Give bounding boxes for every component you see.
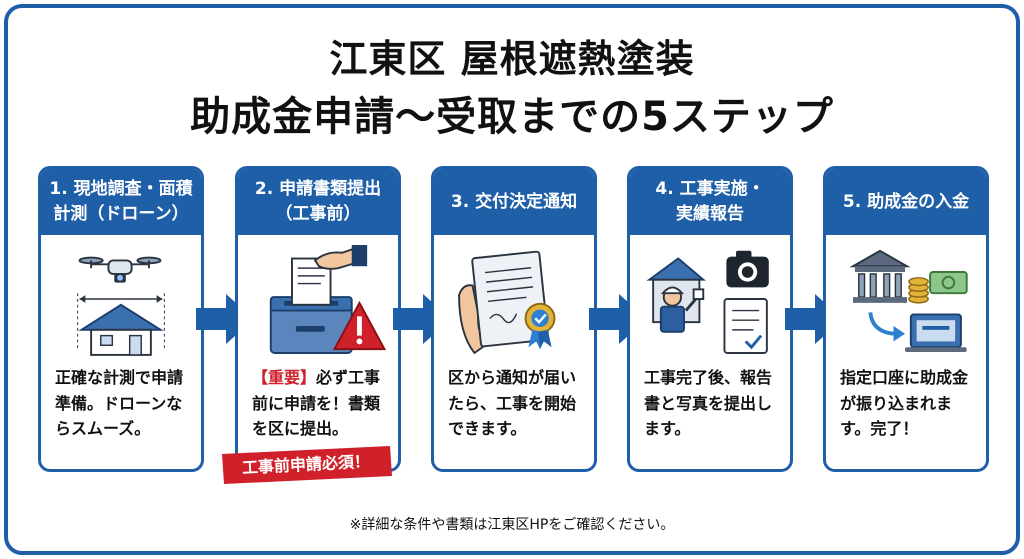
important-label: 【重要】 xyxy=(252,368,317,387)
step-card-4: 4. 工事実施・ 実績報告 工事完了後、報告書と写真を提出します。 xyxy=(627,166,793,472)
step-3-description: 区から通知が届いたら、工事を開始できます。 xyxy=(448,368,577,439)
step-5-heading: 5. 助成金の入金 xyxy=(826,169,986,235)
step-2-description: 【重要】必ず工事前に申請を！書類を区に提出。 xyxy=(252,365,392,442)
step-4-description: 工事完了後、報告書と写真を提出します。 xyxy=(644,368,773,439)
footnote: ※詳細な条件や書類は江東区HPをご確認ください。 xyxy=(349,517,675,533)
page-title-line1: 江東区 屋根遮熱塗装 xyxy=(329,37,695,81)
warning-banner-shape xyxy=(222,446,392,484)
page-title-line2: 助成金申請〜受取までの5ステップ xyxy=(190,94,834,140)
step-card-5: 5. 助成金の入金 指定口座に助成金が振り込まれます。完了！ xyxy=(823,166,989,472)
step-card-3: 3. 交付決定通知 区から通知が届いたら、工事を開始できます。 xyxy=(431,166,597,472)
drone-house-icon xyxy=(77,256,165,356)
document-submit-warning-icon xyxy=(269,245,387,354)
step-2-heading: 2. 申請書類提出 （工事前） xyxy=(238,169,398,235)
step-1-description: 正確な計測で申請準備。ドローンならスムーズ。 xyxy=(55,368,184,439)
bank-money-laptop-icon xyxy=(849,249,968,353)
step-3-heading: 3. 交付決定通知 xyxy=(434,169,594,235)
step-4-heading: 4. 工事実施・ 実績報告 xyxy=(630,169,790,235)
step-card-1: 1. 現地調査・面積 計測（ドローン） 正確な計測で申請準備。ドローンならスムー… xyxy=(38,166,204,472)
step-5-description: 指定口座に助成金が振り込まれます。完了！ xyxy=(840,368,969,439)
step-1-heading: 1. 現地調査・面積 計測（ドローン） xyxy=(41,169,201,235)
certificate-icon xyxy=(458,250,556,355)
step-card-2: 2. 申請書類提出 （工事前） 【重要】必ず工事前に申請を！書類を区に提出。 xyxy=(235,166,401,472)
step-2-text: 必ず工事前に申請を！書類を区に提出。 xyxy=(252,368,381,439)
painter-camera-report-icon xyxy=(646,250,769,354)
